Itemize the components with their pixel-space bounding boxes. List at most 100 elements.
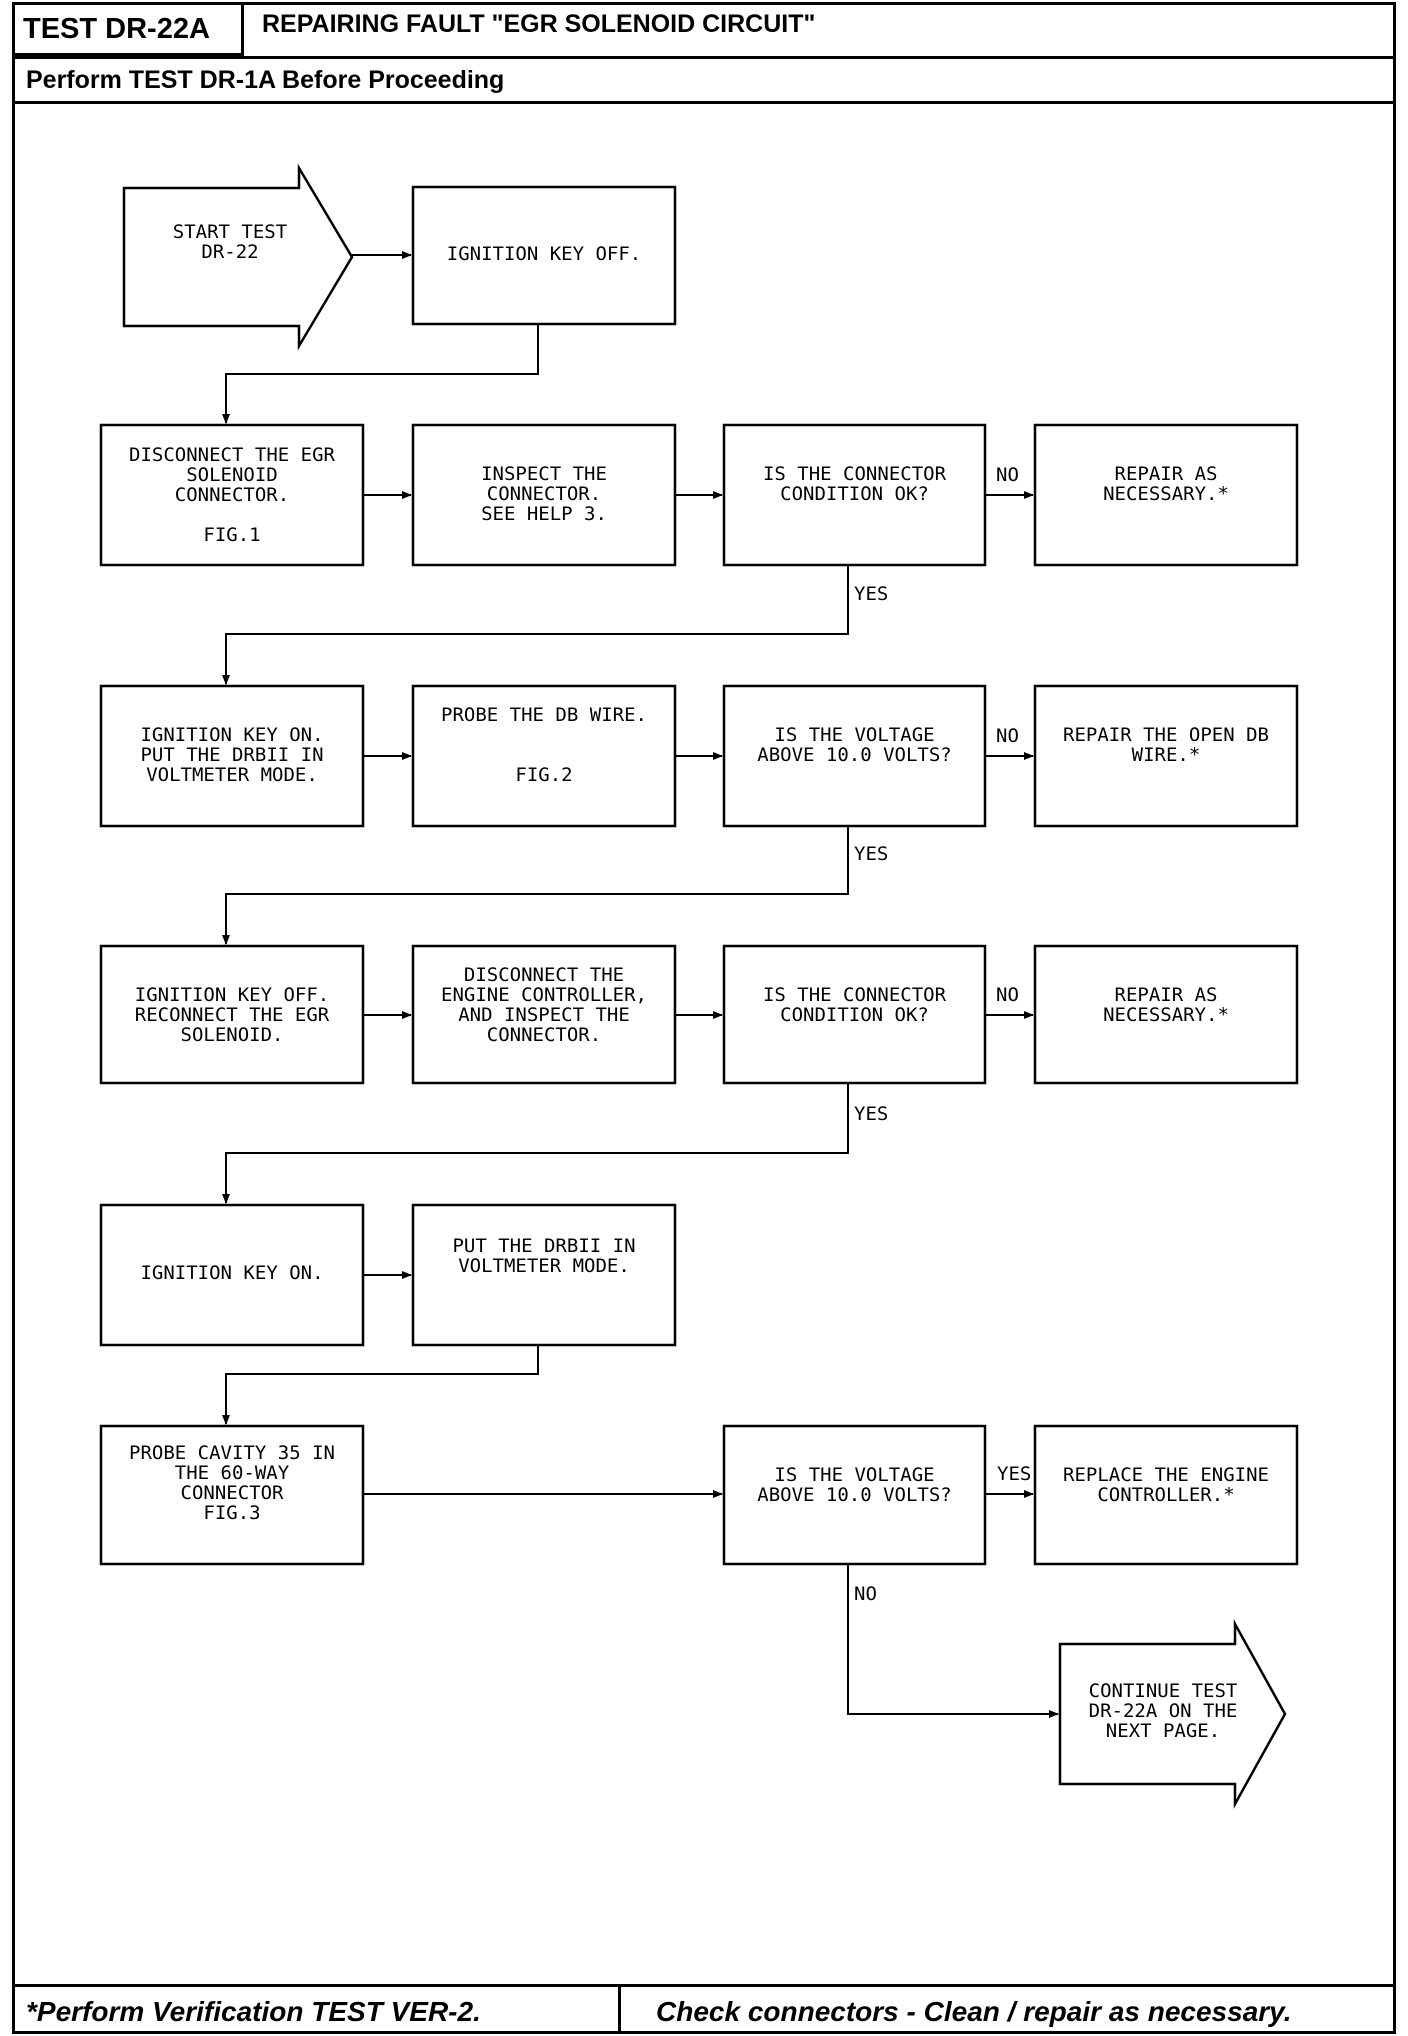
decision-voltage-above-10-1-line: IS THE VOLTAGE	[774, 724, 934, 746]
step-probe-db-wire: PROBE THE DB WIRE. FIG.2	[411, 684, 677, 828]
decision-connector-condition-2-line: IS THE CONNECTOR	[763, 984, 947, 1006]
connector-decision-4-no	[847, 1564, 1059, 1718]
step-key-off-reconnect-egr-line: IGNITION KEY OFF.	[135, 984, 329, 1006]
start-test-arrow-outline	[122, 163, 354, 351]
connector-decision-2-yes	[222, 826, 849, 945]
step-inspect-connector-line: CONNECTOR.	[487, 483, 601, 505]
step-replace-engine-controller-border	[1033, 1424, 1299, 1566]
step-probe-cavity-35-border	[99, 1424, 365, 1566]
connector-decision-1-yes	[222, 565, 849, 685]
start-test-arrow-line: DR-22	[201, 241, 258, 263]
footer-column-divider	[618, 1984, 621, 2034]
step-inspect-connector-line: SEE HELP 3.	[481, 503, 607, 525]
decision-connector-condition-2-border	[722, 944, 987, 1085]
step-repair-open-db-wire-line: REPAIR THE OPEN DB	[1063, 724, 1269, 746]
step-ignition-key-on-drbii-border	[99, 684, 365, 828]
step-probe-cavity-35-line: THE 60-WAY	[175, 1462, 290, 1484]
step-probe-cavity-35-line: CONNECTOR	[181, 1482, 285, 1504]
label-no-4: NO	[854, 1583, 877, 1605]
test-id-box: TEST DR-22A	[12, 2, 244, 56]
decision-voltage-above-10-2-border	[722, 1424, 987, 1566]
step-disconnect-egr-connector-line: FIG.1	[203, 524, 260, 546]
step-repair-open-db-wire-border	[1033, 684, 1299, 828]
footer-divider	[12, 1984, 1396, 1987]
step-inspect-connector-border	[411, 423, 677, 567]
step-key-off-reconnect-egr-line: RECONNECT THE EGR	[135, 1004, 330, 1026]
step-probe-db-wire-line: FIG.2	[515, 764, 572, 786]
step-ignition-key-off-line: IGNITION KEY OFF.	[447, 243, 641, 265]
step-ignition-key-on-drbii: IGNITION KEY ON.PUT THE DRBII INVOLTMETE…	[99, 684, 365, 828]
step-repair-as-necessary-1-line: NECESSARY.*	[1103, 483, 1229, 505]
decision-voltage-above-10-2-line: ABOVE 10.0 VOLTS?	[757, 1484, 951, 1506]
step-disconnect-engine-controller-border	[411, 944, 677, 1085]
step-probe-cavity-35-line: PROBE CAVITY 35 IN	[129, 1442, 335, 1464]
page-subtitle: Perform TEST DR-1A Before Proceeding	[26, 66, 505, 94]
step-repair-as-necessary-1-line: REPAIR AS	[1115, 463, 1218, 485]
decision-connector-condition-1-border	[722, 423, 987, 567]
step-key-off-reconnect-egr-border	[99, 944, 365, 1085]
connector-decision-3-yes	[222, 1083, 849, 1204]
label-yes-2: YES	[854, 843, 888, 865]
header-divider	[12, 56, 1396, 59]
step-disconnect-engine-controller-line: ENGINE CONTROLLER,	[441, 984, 647, 1006]
step-repair-as-necessary-2-line: REPAIR AS	[1115, 984, 1218, 1006]
step-put-drbii-voltmeter-line: VOLTMETER MODE.	[458, 1255, 630, 1277]
step-ignition-key-on-line: IGNITION KEY ON.	[140, 1262, 323, 1284]
step-disconnect-engine-controller-line: AND INSPECT THE	[458, 1004, 630, 1026]
connector-key-off-to-disconnect	[222, 324, 539, 424]
start-test-arrow-line: START TEST	[173, 221, 287, 243]
step-put-drbii-voltmeter-border	[411, 1203, 677, 1347]
label-no-3: NO	[996, 984, 1019, 1006]
decision-connector-condition-1-line: IS THE CONNECTOR	[763, 463, 947, 485]
decision-voltage-above-10-1-border	[722, 684, 987, 828]
step-repair-as-necessary-1-border	[1033, 423, 1299, 567]
step-disconnect-egr-connector-line: SOLENOID	[186, 464, 278, 486]
step-replace-engine-controller-line: CONTROLLER.*	[1097, 1484, 1234, 1506]
step-disconnect-engine-controller-line: CONNECTOR.	[487, 1024, 601, 1046]
continue-test-arrow-line: DR-22A ON THE	[1089, 1700, 1238, 1722]
footer-verification-note: *Perform Verification TEST VER-2.	[26, 1996, 481, 2027]
step-probe-db-wire-line: PROBE THE DB WIRE.	[441, 704, 647, 726]
step-replace-engine-controller-line: REPLACE THE ENGINE	[1063, 1464, 1269, 1486]
step-probe-db-wire-border	[411, 684, 677, 828]
step-disconnect-egr-connector-line: CONNECTOR.	[175, 484, 289, 506]
label-no-1: NO	[996, 464, 1019, 486]
continue-test-arrow-outline	[1058, 1619, 1287, 1809]
label-yes-4: YES	[997, 1463, 1031, 1485]
footer-connectors-note: Check connectors - Clean / repair as nec…	[656, 1996, 1292, 2027]
step-ignition-key-off-border	[411, 185, 677, 326]
step-key-off-reconnect-egr: IGNITION KEY OFF.RECONNECT THE EGRSOLENO…	[99, 944, 365, 1085]
step-ignition-key-off: IGNITION KEY OFF.	[411, 185, 677, 326]
label-yes-1: YES	[854, 583, 888, 605]
step-ignition-key-on-drbii-line: PUT THE DRBII IN	[140, 744, 323, 766]
step-disconnect-egr-connector-line: DISCONNECT THE EGR	[129, 444, 335, 466]
step-put-drbii-voltmeter-line: PUT THE DRBII IN	[452, 1235, 635, 1257]
step-ignition-key-on-drbii-line: IGNITION KEY ON.	[140, 724, 323, 746]
continue-test-arrow-line: NEXT PAGE.	[1106, 1720, 1220, 1742]
step-repair-as-necessary-2-line: NECESSARY.*	[1103, 1004, 1229, 1026]
decision-voltage-above-10-2-line: IS THE VOLTAGE	[774, 1464, 934, 1486]
decision-voltage-above-10-1-line: ABOVE 10.0 VOLTS?	[757, 744, 951, 766]
step-ignition-key-on: IGNITION KEY ON.	[99, 1203, 365, 1347]
step-ignition-key-on-border	[99, 1203, 365, 1347]
label-yes-3: YES	[854, 1103, 888, 1125]
step-disconnect-engine-controller-line: DISCONNECT THE	[464, 964, 624, 986]
decision-connector-condition-2-line: CONDITION OK?	[780, 1004, 929, 1026]
connector-drbii-to-probe-cavity	[222, 1345, 539, 1425]
step-probe-cavity-35-line: FIG.3	[203, 1502, 260, 1524]
page-title: REPAIRING FAULT "EGR SOLENOID CIRCUIT"	[262, 10, 816, 38]
label-no-2: NO	[996, 725, 1019, 747]
